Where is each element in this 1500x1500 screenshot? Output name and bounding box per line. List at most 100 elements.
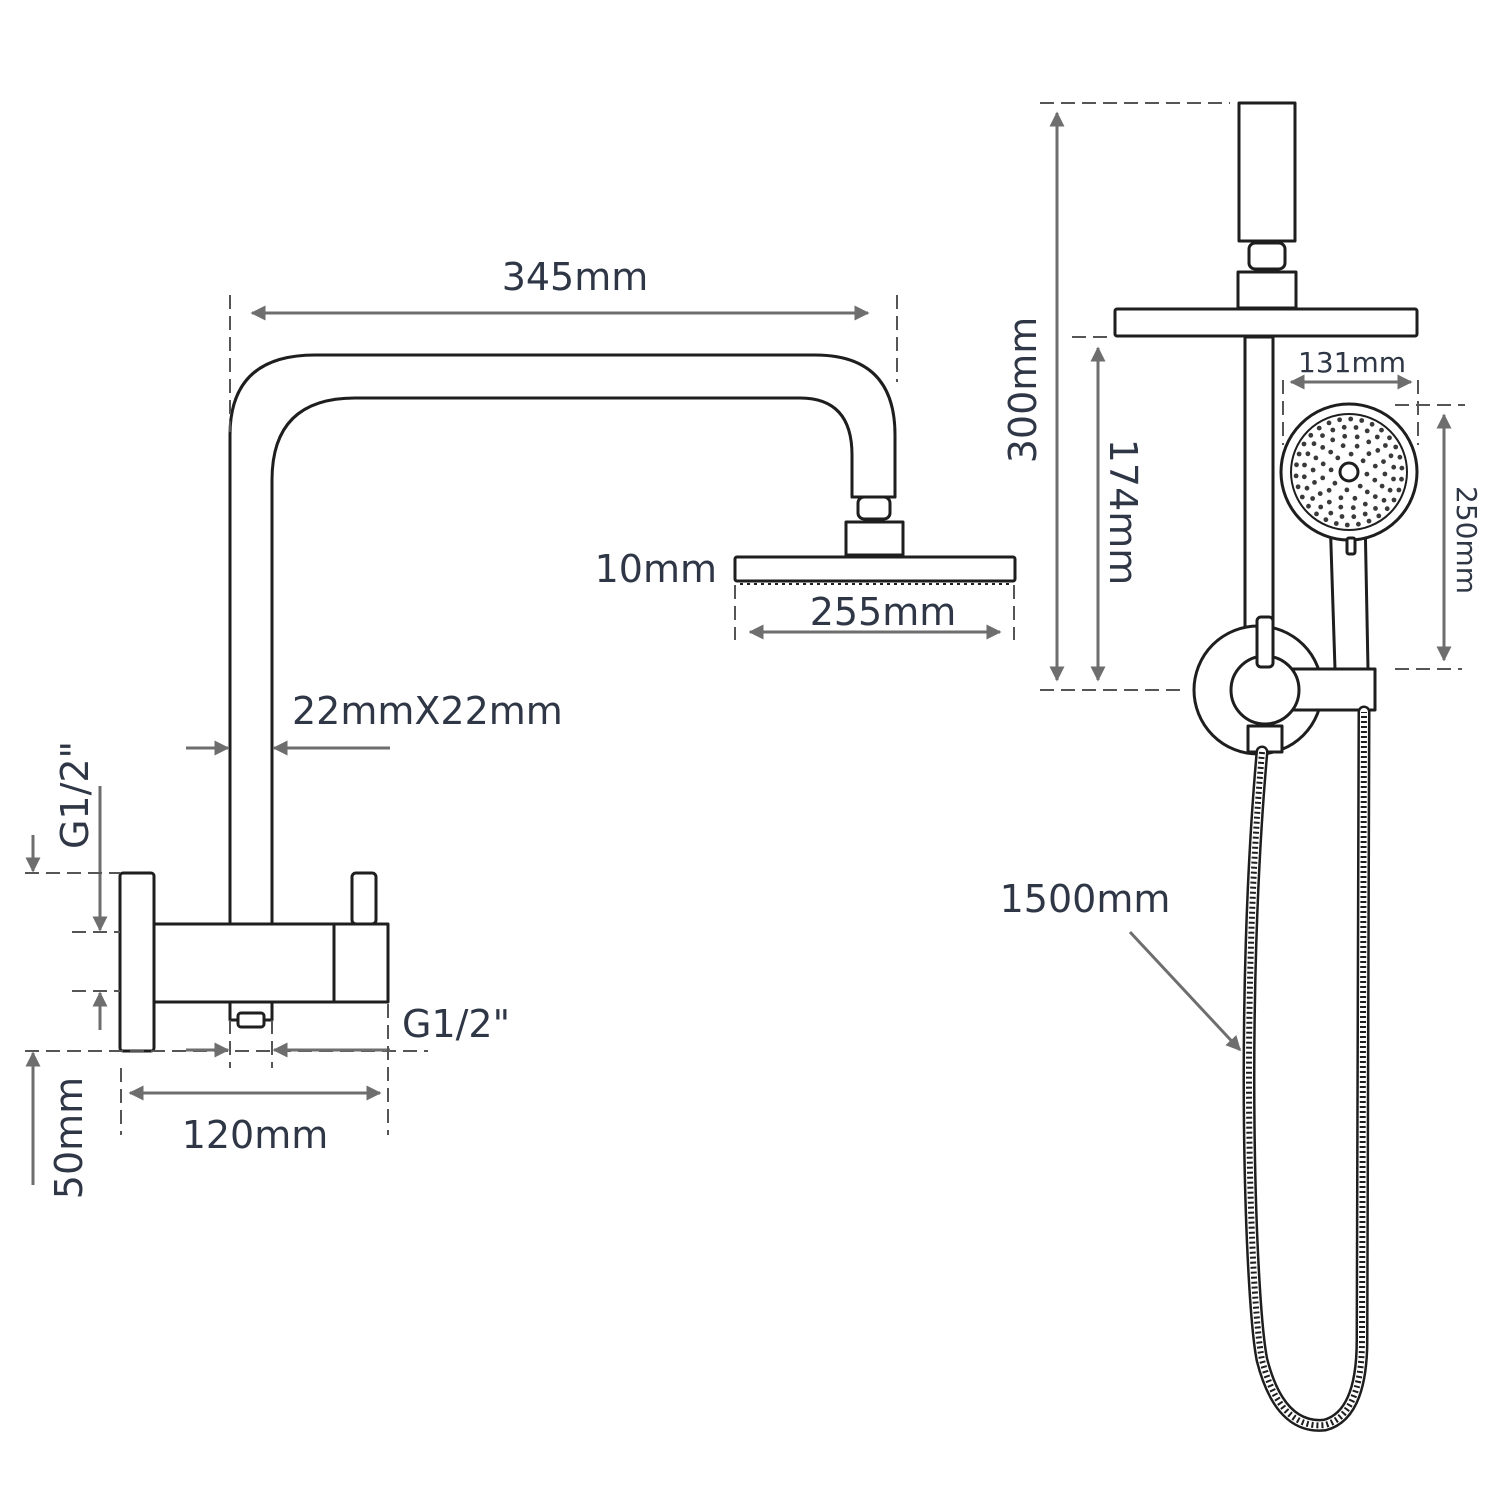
nozzle-dot: [1381, 497, 1387, 503]
nozzle-pattern: [1293, 416, 1405, 528]
nozzle-dot: [1373, 506, 1378, 511]
shower-hose: [1242, 705, 1371, 1432]
nozzle-dot: [1379, 427, 1384, 433]
nozzle-dot: [1326, 499, 1332, 505]
nozzle-dot: [1333, 521, 1339, 526]
nozzle-dot: [1372, 463, 1378, 469]
nozzle-dot: [1318, 504, 1324, 510]
nozzle-dot: [1316, 425, 1322, 431]
nozzle-dot: [1344, 522, 1350, 528]
dimension-label-wall-plate-width: 120mm: [182, 1113, 329, 1157]
nozzle-dot: [1337, 417, 1342, 423]
nozzle-dot: [1388, 453, 1394, 459]
nozzle-dot: [1308, 432, 1314, 438]
swivel-joint: [856, 495, 892, 521]
head-connector: [844, 520, 905, 557]
nozzle-dot: [1375, 448, 1381, 453]
nozzle-dot: [1360, 458, 1366, 464]
nozzle-dot: [1379, 483, 1385, 489]
nozzle-dot: [1328, 510, 1334, 516]
nozzle-dot: [1341, 424, 1347, 430]
nozzle-dot: [1344, 487, 1350, 493]
leader-arrow-hose: [1128, 930, 1242, 1052]
diverter-lever: [1255, 615, 1275, 669]
nozzle-dot: [1366, 451, 1372, 457]
nozzle-dot: [1340, 443, 1346, 449]
dimension-label-inlet-thread: G1/2": [53, 741, 97, 849]
holder-bracket: [1288, 667, 1377, 712]
valve-cap: [332, 922, 390, 1004]
nozzle-dot: [1299, 494, 1305, 500]
nozzle-dot: [1310, 467, 1316, 473]
valve-body: [152, 922, 336, 1004]
nozzle-dot: [1364, 428, 1370, 434]
nozzle-dot: [1359, 418, 1365, 423]
nozzle-dot: [1397, 454, 1403, 460]
dimension-label-hand-shower-diameter: 131mm: [1298, 346, 1406, 379]
nozzle-dot: [1364, 489, 1370, 495]
nozzle-dot: [1362, 511, 1368, 517]
nozzle-dot: [1366, 518, 1372, 524]
dimension-label-head-width: 255mm: [810, 590, 957, 634]
nozzle-dot: [1399, 476, 1404, 482]
nozzle-dot: [1396, 487, 1402, 493]
nozzle-dot: [1381, 459, 1386, 464]
nozzle-dot: [1352, 495, 1358, 501]
dimension-label-arm-length: 345mm: [502, 255, 649, 299]
nozzle-dot: [1332, 480, 1338, 486]
nozzle-dot: [1320, 445, 1326, 450]
dimension-label-hose-length: 1500mm: [1000, 877, 1171, 921]
nozzle-dot: [1330, 437, 1336, 443]
nozzle-dot: [1317, 491, 1323, 496]
hand-shower: [1279, 402, 1419, 671]
valve-pin: [350, 871, 378, 926]
nozzle-dot: [1313, 455, 1319, 461]
dimension-label-hand-shower-length: 250mm: [1450, 486, 1483, 594]
nozzle-dot: [1338, 504, 1344, 510]
top-nut: [1236, 270, 1298, 310]
top-swivel: [1247, 241, 1287, 271]
nozzle-dot: [1323, 517, 1329, 523]
nozzle-dot: [1350, 505, 1356, 511]
nozzle-dot: [1342, 433, 1348, 439]
nozzle-dot: [1338, 495, 1344, 501]
nozzle-dot: [1312, 480, 1317, 485]
nozzle-dot: [1393, 444, 1399, 450]
nozzle-dot: [1391, 476, 1396, 482]
nozzle-dot: [1328, 449, 1334, 455]
nozzle-dot: [1326, 420, 1332, 426]
nozzle-dot: [1383, 443, 1388, 448]
dimension-label-outlet-thread: G1/2": [402, 1002, 510, 1046]
nozzle-dot: [1311, 441, 1317, 447]
side-view: 345mm 10mm 255mm 22mmX22mm G1/2" 50mm G1…: [25, 255, 1017, 1199]
nozzle-dot: [1351, 514, 1357, 520]
nozzle-dot: [1304, 485, 1310, 491]
nozzle-dot: [1372, 494, 1378, 499]
nozzle-dot: [1384, 506, 1390, 512]
nozzle-dot: [1362, 501, 1368, 507]
rain-shower-head-front: [1113, 307, 1419, 338]
shower-arm-inner: [270, 396, 854, 924]
nozzle-dot: [1369, 421, 1375, 427]
nozzle-dot: [1354, 443, 1360, 449]
nozzle-dot: [1320, 461, 1326, 467]
nozzle-dot: [1330, 427, 1336, 433]
nozzle-dot: [1339, 514, 1345, 519]
dimension-label-total-height: 300mm: [1001, 317, 1045, 464]
wall-plate: [118, 871, 156, 1053]
nozzle-dot: [1306, 503, 1311, 509]
nozzle-dot: [1314, 511, 1319, 517]
dimension-label-wall-plate-depth: 50mm: [47, 1077, 91, 1199]
nozzle-dot: [1391, 497, 1397, 503]
nozzle-dot: [1353, 425, 1359, 430]
dimension-label-pipe-section: 22mmX22mm: [292, 689, 563, 733]
nozzle-dot: [1305, 451, 1311, 457]
nozzle-dot: [1296, 451, 1302, 457]
nozzle-dot: [1335, 455, 1341, 461]
nozzle-dot: [1301, 441, 1307, 447]
nozzle-dot: [1302, 462, 1307, 468]
nozzle-dot: [1348, 451, 1354, 457]
rain-shower-head-side: [733, 555, 1017, 583]
nozzle-dot: [1391, 464, 1397, 470]
